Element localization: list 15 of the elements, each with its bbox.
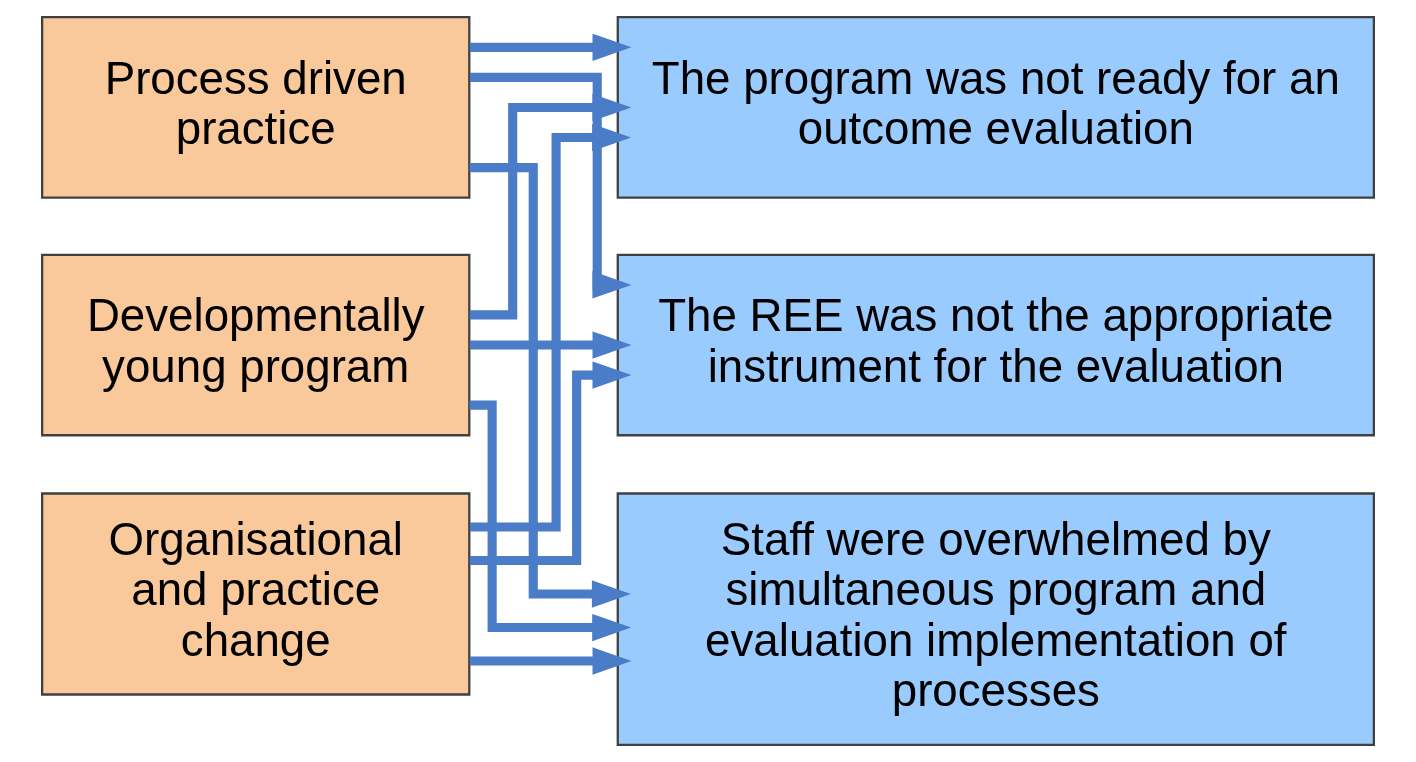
arrow: [469, 33, 632, 61]
arrow: [470, 72, 632, 299]
arrow: [469, 400, 632, 642]
arrow: [470, 123, 632, 532]
node-box: Organisational and practice change: [41, 492, 471, 696]
arrow: [469, 361, 632, 566]
arrow: [469, 331, 632, 359]
node-box: The program was not ready for an outcome evaluation: [616, 16, 1375, 199]
arrow: [469, 647, 632, 675]
arrow: [469, 163, 631, 608]
arrow: [469, 93, 632, 320]
node-box: The REE was not the appropriate instrument for the evaluation: [616, 253, 1375, 437]
node-box: Developmentally young program: [41, 253, 471, 437]
node-box: Staff were overwhelmed by simultaneous program and evaluation implementation of processes: [616, 492, 1375, 746]
node-box: Process driven practice: [41, 16, 471, 199]
